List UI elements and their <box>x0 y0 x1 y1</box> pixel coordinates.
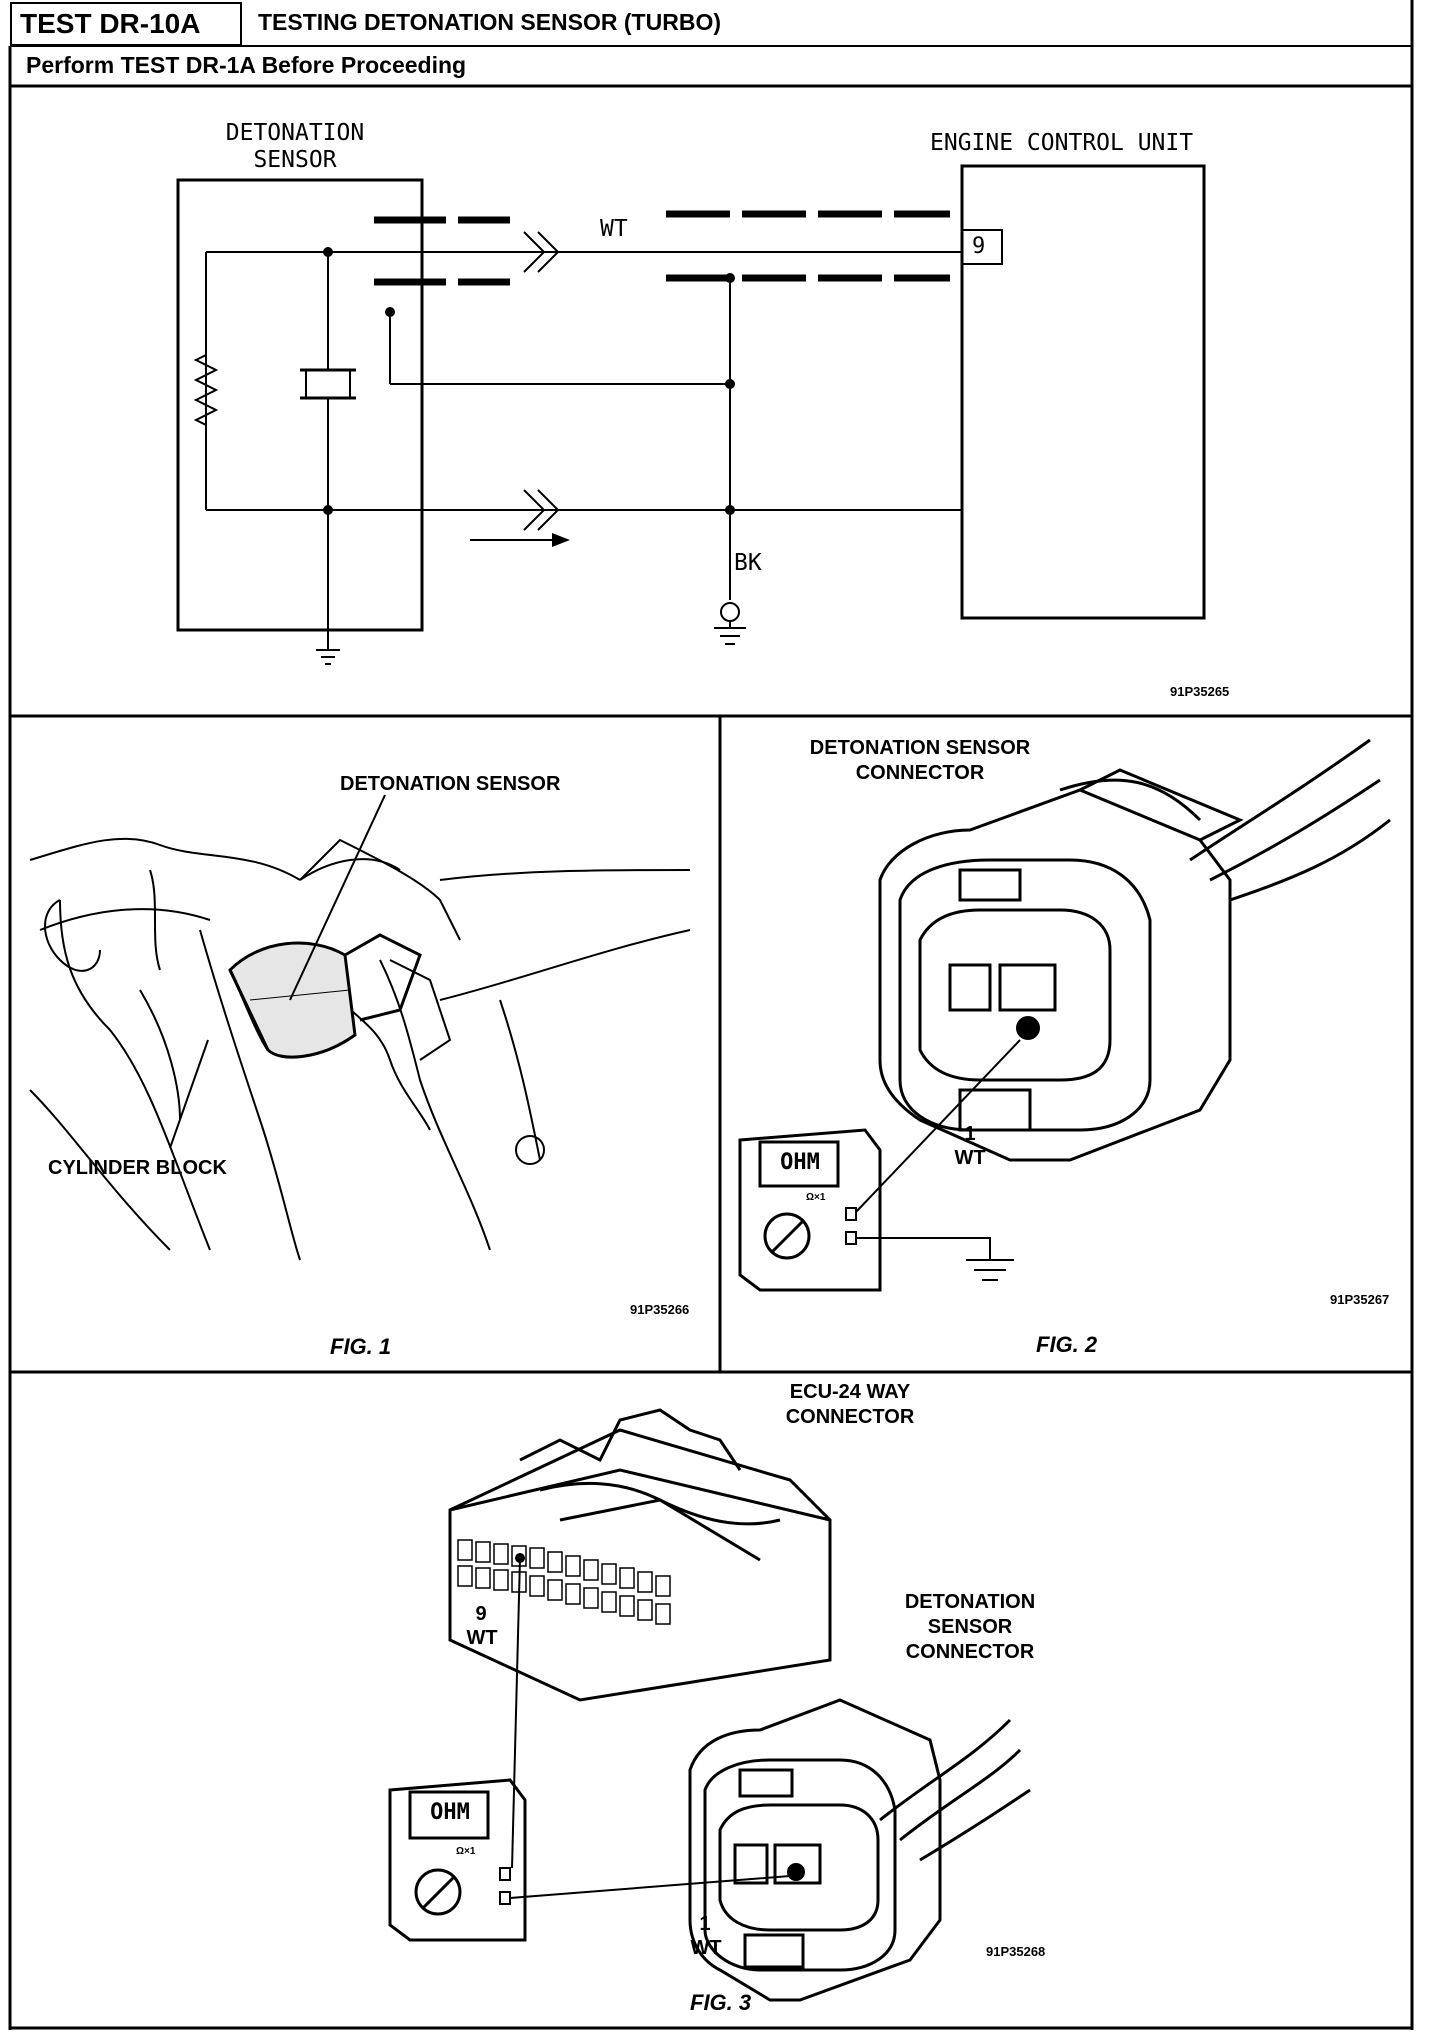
fig3-ecu-pin-grid <box>457 1539 671 1625</box>
fig3-sensor-wire-label: WT <box>690 1937 722 1959</box>
fig3-ecu-label-line-2: CONNECTOR <box>785 1406 915 1428</box>
fig2-code: 91P35267 <box>1330 1292 1390 1307</box>
page-subtitle: Perform TEST DR-1A Before Proceeding <box>26 52 467 78</box>
fig1-sensor-label: DETONATION SENSOR <box>340 773 561 795</box>
shield-dashes <box>374 210 950 286</box>
fig2-caption: FIG. 2 <box>1036 1332 1098 1357</box>
fig2-pin-1-probe <box>1016 1016 1040 1040</box>
fig1-block-label: CYLINDER BLOCK <box>48 1157 227 1179</box>
schematic <box>176 164 1206 665</box>
schematic-code: 91P35265 <box>1170 684 1230 699</box>
fig1-engine-sketch <box>29 837 691 1261</box>
fig3-sensor-label-line-3: CONNECTOR <box>905 1641 1035 1663</box>
fig3-meter-range: Ω×1 <box>456 1846 476 1857</box>
fig3-ecu-pin-label: 9 <box>475 1603 487 1625</box>
fig2-meter-display: OHM <box>780 1150 820 1175</box>
ecu-label: ENGINE CONTROL UNIT <box>930 130 1194 156</box>
fig3-ecu-connector <box>448 1408 832 1702</box>
fig3-sensor-connector <box>688 1698 1031 2002</box>
fig2-connector-label-line-2: CONNECTOR <box>855 762 985 784</box>
fig3-code: 91P35268 <box>986 1944 1046 1959</box>
fig1-leaders <box>169 794 386 1149</box>
fig2-leads <box>855 1039 1021 1281</box>
fig3-sensor-label-line-1: DETONATION <box>904 1591 1036 1613</box>
ecu-pin-label: 9 <box>972 234 986 259</box>
sensor-box <box>176 178 424 632</box>
sensor-label-line-2: SENSOR <box>253 147 337 173</box>
fig3-ecu-label-line-1: ECU-24 WAY <box>789 1381 911 1403</box>
sensor-label-line-1: DETONATION <box>225 120 365 146</box>
fig1-code: 91P35266 <box>630 1302 690 1317</box>
ecu-pin-9-box <box>961 229 1003 265</box>
fig2-connector <box>878 738 1391 1162</box>
page-title: TESTING DETONATION SENSOR (TURBO) <box>258 9 721 35</box>
fig3-sensor-pin-label: 1 <box>699 1913 711 1935</box>
fig2-ohmmeter <box>738 1128 882 1292</box>
schematic-junctions <box>323 247 735 515</box>
wire-wt-label: WT <box>600 216 628 242</box>
fig2-meter-range: Ω×1 <box>806 1192 826 1203</box>
fig3-sensor-pin-1-probe <box>787 1863 805 1881</box>
fig3-ecu-wire-label: WT <box>466 1627 498 1649</box>
ecu-box <box>960 164 1206 620</box>
fig3-meter-display: OHM <box>430 1800 470 1825</box>
fig3-leads <box>509 1557 791 1899</box>
fig3-caption: FIG. 3 <box>690 1990 752 2015</box>
fig3-sensor-label-line-2: SENSOR <box>927 1616 1013 1638</box>
fig1-caption: FIG. 1 <box>330 1334 392 1359</box>
wire-bk-label: BK <box>734 550 762 576</box>
fig2-pin-label: 1 <box>964 1123 976 1145</box>
fig1-sensor-body <box>228 933 422 1059</box>
fig2-wire-label: WT <box>954 1147 986 1169</box>
fig2-connector-label-line-1: DETONATION SENSOR <box>809 737 1031 759</box>
